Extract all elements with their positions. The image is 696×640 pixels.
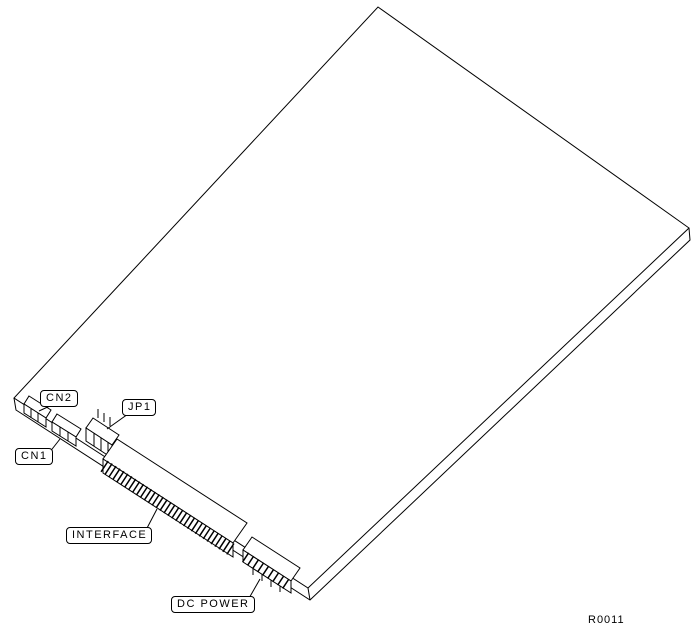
reference-code: R0011 [588,614,625,626]
label-cn1: CN1 [15,448,53,465]
interface-connector [100,438,248,558]
board-corner-edge [307,587,311,601]
cn1-connector [51,413,82,447]
label-jp1: JP1 [122,399,157,416]
label-cn2: CN2 [40,390,78,407]
board-top-surface [13,6,690,589]
dc-power-connector [241,536,301,594]
label-interface: INTERFACE [66,527,153,544]
jp1-leader-line [106,413,129,430]
line-art [13,6,691,601]
interface-pins [100,460,236,556]
label-dc-power: DC POWER [171,596,255,613]
interface-leader-line [145,508,158,531]
